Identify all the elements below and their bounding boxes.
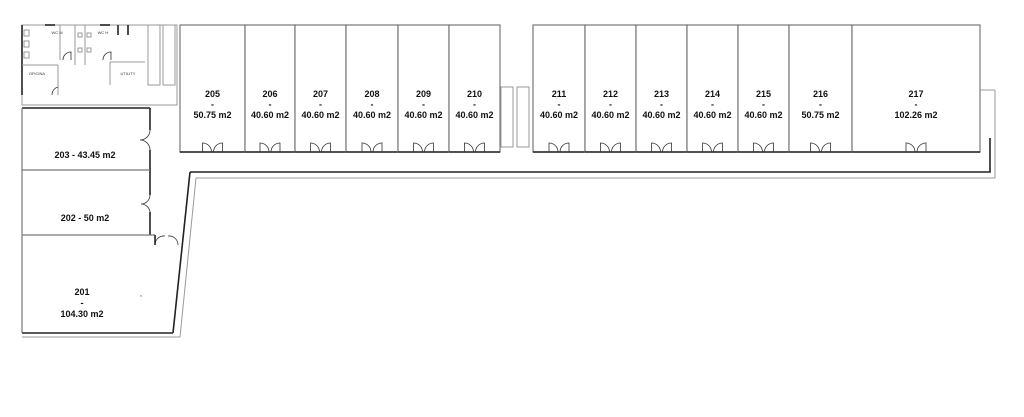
room-205: 205-50.75 m2 xyxy=(179,24,246,153)
room-outline xyxy=(788,24,853,153)
door-icon xyxy=(102,51,112,61)
room-area: 102.26 m2 xyxy=(894,110,937,120)
room-number: 214 xyxy=(705,89,720,99)
toilet-icon xyxy=(23,40,30,48)
room-area: 40.60 m2 xyxy=(251,110,289,120)
room-dash: - xyxy=(269,100,272,110)
double-door-icon xyxy=(810,142,831,153)
double-door-icon xyxy=(651,142,672,153)
room-dash: - xyxy=(473,100,476,110)
double-door-icon xyxy=(702,142,723,153)
room-number: 209 xyxy=(416,89,431,99)
room-dash: - xyxy=(660,100,663,110)
stair-shaft xyxy=(500,86,514,148)
room-area: 40.60 m2 xyxy=(693,110,731,120)
room-202-label: 202 - 50 m2 xyxy=(61,213,110,223)
room-outline xyxy=(737,24,790,153)
room-211: 211-40.60 m2 xyxy=(532,24,586,153)
toilet-icon xyxy=(23,29,30,37)
corridor-wall xyxy=(190,138,991,173)
room-dash: - xyxy=(762,100,765,110)
door-icon xyxy=(51,86,59,96)
room-201-dash: - xyxy=(81,298,84,308)
room-outline xyxy=(244,24,296,153)
room-number: 217 xyxy=(908,89,923,99)
room-dash: - xyxy=(422,100,425,110)
room-number: 206 xyxy=(262,89,277,99)
wc-h-label: WC H xyxy=(98,30,109,35)
room-217: 217-102.26 m2 xyxy=(851,24,981,153)
room-206: 206-40.60 m2 xyxy=(244,24,296,153)
room-dash: - xyxy=(558,100,561,110)
room-201-number: 201 xyxy=(74,287,89,297)
room-outline xyxy=(635,24,688,153)
double-door-icon xyxy=(753,142,774,153)
door-icon xyxy=(62,51,72,61)
room-area: 40.60 m2 xyxy=(455,110,493,120)
room-outline xyxy=(294,24,347,153)
room-212: 212-40.60 m2 xyxy=(584,24,637,153)
stair-shaft xyxy=(516,86,530,148)
service-block: WC M WC H OFICINA UTILITY xyxy=(21,24,178,106)
wc-m-label: WC M xyxy=(51,30,62,35)
marker-icon: × xyxy=(140,293,143,298)
room-number: 215 xyxy=(756,89,771,99)
room-209: 209-40.60 m2 xyxy=(397,24,450,153)
room-213: 213-40.60 m2 xyxy=(635,24,688,153)
room-area: 40.60 m2 xyxy=(301,110,339,120)
room-outline xyxy=(448,24,501,153)
double-door-icon xyxy=(905,142,927,153)
room-number: 213 xyxy=(654,89,669,99)
room-dash: - xyxy=(371,100,374,110)
room-area: 40.60 m2 xyxy=(353,110,391,120)
toilet-icon xyxy=(23,51,30,59)
room-number: 207 xyxy=(313,89,328,99)
door-icon xyxy=(140,194,151,213)
room-dash: - xyxy=(319,100,322,110)
room-216: 216-50.75 m2 xyxy=(788,24,853,153)
room-area: 40.60 m2 xyxy=(642,110,680,120)
room-dash: - xyxy=(711,100,714,110)
room-dash: - xyxy=(211,100,214,110)
door-icon xyxy=(154,235,179,246)
room-number: 211 xyxy=(552,89,567,99)
room-214: 214-40.60 m2 xyxy=(686,24,739,153)
room-outline xyxy=(532,24,586,153)
left-rooms: 203 - 43.45 m2 202 - 50 m2 201 - 104.30 … xyxy=(21,107,179,333)
room-210: 210-40.60 m2 xyxy=(448,24,501,153)
room-area: 50.75 m2 xyxy=(193,110,231,120)
room-number: 205 xyxy=(205,89,220,99)
room-207: 207-40.60 m2 xyxy=(294,24,347,153)
room-area: 40.60 m2 xyxy=(744,110,782,120)
double-door-icon xyxy=(361,142,383,153)
double-door-icon xyxy=(259,142,281,153)
room-number: 216 xyxy=(813,89,828,99)
room-number: 208 xyxy=(364,89,379,99)
room-number: 212 xyxy=(603,89,618,99)
room-area: 40.60 m2 xyxy=(404,110,442,120)
room-number: 210 xyxy=(467,89,482,99)
room-outline xyxy=(851,24,981,153)
double-door-icon xyxy=(464,142,485,153)
room-215: 215-40.60 m2 xyxy=(737,24,790,153)
room-area: 40.60 m2 xyxy=(540,110,578,120)
room-203-label: 203 - 43.45 m2 xyxy=(54,150,115,160)
double-door-icon xyxy=(600,142,621,153)
room-area: 40.60 m2 xyxy=(591,110,629,120)
room-dash: - xyxy=(915,100,918,110)
room-area: 50.75 m2 xyxy=(801,110,839,120)
corridor-wall xyxy=(196,138,996,179)
utility-label: UTILITY xyxy=(121,71,136,76)
office-label: OFICINA xyxy=(29,71,46,76)
door-icon xyxy=(139,129,151,151)
room-201-area: 104.30 m2 xyxy=(60,309,103,319)
double-door-icon xyxy=(548,142,570,153)
double-door-icon xyxy=(310,142,331,153)
double-door-icon xyxy=(202,142,223,153)
room-dash: - xyxy=(819,100,822,110)
double-door-icon xyxy=(413,142,434,153)
room-dash: - xyxy=(609,100,612,110)
room-208: 208-40.60 m2 xyxy=(345,24,399,153)
